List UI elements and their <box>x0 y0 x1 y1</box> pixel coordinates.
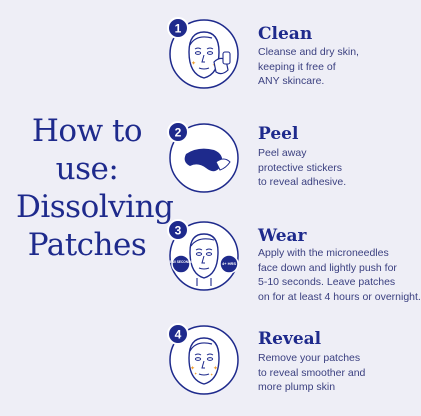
step-2-description: Peel away protective stickers to reveal … <box>258 146 346 190</box>
step-2-desc-line-3: to reveal adhesive. <box>258 176 347 188</box>
step-4-desc-line-3: more plump skin <box>258 381 336 393</box>
step-3-desc-line-2: face down and lightly push for <box>258 261 397 274</box>
step-1-illustration: ✦ ✦ 1 <box>164 12 244 92</box>
step-1-desc-line-3: ANY skincare. <box>258 75 325 87</box>
step-1-desc-line-1: Cleanse and dry skin, <box>258 46 359 58</box>
step-4-description: Remove your patches to reveal smoother a… <box>258 351 365 395</box>
step-3-illustration: 5-10 SECONDS 4+ HRS 3 <box>164 214 244 294</box>
step-3-bubble-left: 5-10 SECONDS <box>169 260 192 264</box>
step-3-title: Wear <box>258 226 307 246</box>
step-1-desc-line-2: keeping it free of <box>258 60 336 73</box>
step-4-desc-line-2: to reveal smoother and <box>258 366 366 379</box>
headline-line-2: use: <box>55 151 119 187</box>
headline-line-4: Patches <box>27 227 147 263</box>
step-4-number: 4 <box>175 328 182 342</box>
step-3-number: 3 <box>175 224 182 238</box>
step-2-illustration: 2 <box>164 116 244 196</box>
headline-line-1: How to <box>31 113 143 149</box>
headline-line-3: Dissolving <box>16 189 174 225</box>
step-2-desc-line-2: protective stickers <box>258 161 343 174</box>
step-4-title: Reveal <box>258 329 322 349</box>
step-3-desc-line-4: on for at least 4 hours or overnight. <box>258 290 421 303</box>
step-1-title: Clean <box>258 24 313 44</box>
step-1-number: 1 <box>175 22 182 36</box>
step-4-desc-line-1: Remove your patches <box>258 352 361 364</box>
svg-text:✦: ✦ <box>210 372 214 377</box>
step-3-bubble-right: 4+ HRS <box>222 261 236 266</box>
svg-text:✦: ✦ <box>213 365 218 372</box>
svg-text:✦: ✦ <box>194 371 198 376</box>
step-3-desc-line-1: Apply with the microneedles <box>258 247 389 259</box>
step-2-desc-line-1: Peel away <box>258 147 307 159</box>
step-2-number: 2 <box>175 126 182 140</box>
svg-text:✦: ✦ <box>191 60 196 67</box>
step-3-desc-line-3: 5-10 seconds. Leave patches <box>258 276 396 288</box>
svg-text:✦: ✦ <box>190 365 195 372</box>
step-2-title: Peel <box>258 124 299 144</box>
step-4-illustration: ✦ ✦ ✦ ✦ 4 <box>164 318 244 398</box>
step-1-description: Cleanse and dry skin, keeping it free of… <box>258 45 359 89</box>
headline: How to use: Dissolving Patches <box>16 112 174 264</box>
step-3-description: Apply with the microneedles face down an… <box>258 246 421 304</box>
